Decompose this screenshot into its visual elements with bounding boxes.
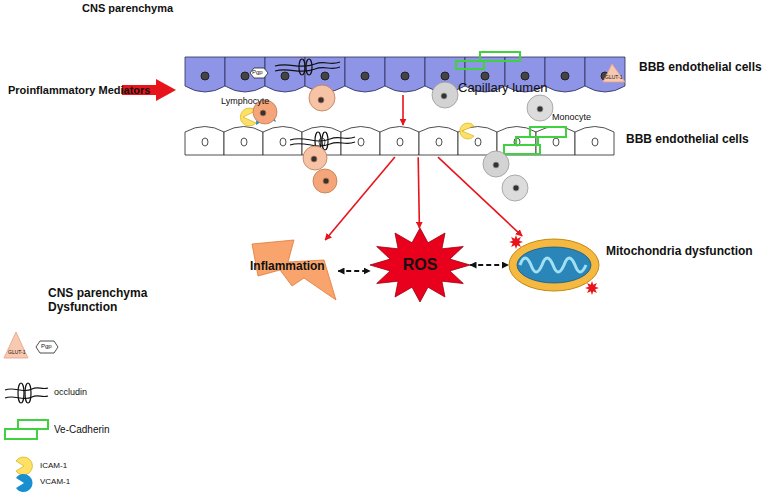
legend-label: Ve-Cadherin bbox=[54, 424, 110, 436]
occludin-junction bbox=[290, 132, 355, 150]
ve-cadherin-junction bbox=[456, 52, 520, 69]
endothelial-cell bbox=[185, 57, 225, 92]
cell-nucleus bbox=[553, 138, 559, 146]
red-arrow bbox=[325, 157, 395, 240]
endothelial-cell bbox=[380, 127, 419, 156]
legend-label: occludin bbox=[54, 387, 87, 397]
endothelial-row-top bbox=[185, 57, 625, 92]
endothelial-cell bbox=[585, 57, 625, 92]
ve-cadherin-junction bbox=[504, 127, 566, 154]
endothelial-cell bbox=[263, 127, 302, 156]
annotation-label: CNS parenchyma Dysfunction bbox=[48, 287, 160, 315]
node-label: Inflammation bbox=[250, 260, 325, 274]
annotation-label: GLUT-1 bbox=[8, 350, 26, 356]
dashed-double-arrow bbox=[470, 264, 508, 266]
cell-nucleus bbox=[281, 72, 289, 80]
mitochondrion-inner bbox=[517, 247, 591, 283]
mitochondrion-outer bbox=[509, 239, 599, 291]
endothelial-cell bbox=[341, 127, 380, 156]
cell-nucleus bbox=[358, 138, 364, 146]
cell-nucleus bbox=[592, 138, 598, 146]
node-label: ROS bbox=[403, 256, 438, 274]
damage-burst bbox=[585, 281, 599, 295]
cell-nucleus bbox=[481, 72, 489, 80]
dashed-double-arrow bbox=[338, 270, 370, 272]
cell-nucleus bbox=[436, 138, 442, 146]
red-arrow bbox=[418, 157, 419, 228]
cell-nucleus bbox=[521, 72, 529, 80]
red-arrow bbox=[402, 95, 404, 125]
pgp-symbol bbox=[250, 68, 268, 78]
annotation-label: Pgp bbox=[252, 69, 263, 76]
cell-nucleus bbox=[397, 138, 403, 146]
mitochondrion: Mitochondria dysfunction bbox=[508, 236, 763, 294]
cell-nucleus bbox=[201, 72, 209, 80]
cell-nucleus bbox=[202, 138, 208, 146]
legend-pgp-symbol bbox=[36, 341, 58, 353]
star-shape bbox=[370, 228, 470, 302]
endothelial-row-bottom bbox=[185, 127, 614, 156]
cell-nucleus bbox=[321, 72, 329, 80]
node-label: BBB endothelial cells bbox=[626, 133, 749, 147]
endothelial-cell bbox=[458, 127, 497, 156]
red-arrow bbox=[438, 157, 522, 236]
endothelial-cell bbox=[225, 57, 265, 92]
endothelial-cell bbox=[575, 127, 614, 156]
legend-glut1-symbol bbox=[4, 332, 28, 358]
legend-occludin-sample bbox=[5, 383, 48, 403]
endothelial-cell bbox=[545, 57, 585, 92]
legend-vcam1-sample bbox=[16, 474, 32, 492]
cell-nucleus bbox=[401, 72, 409, 80]
cristae bbox=[520, 258, 586, 272]
ros-star: ROS bbox=[370, 228, 470, 302]
cell-nucleus bbox=[241, 138, 247, 146]
endothelial-layer: BBB endothelial cells bbox=[185, 125, 767, 157]
annotation-label: Pgp bbox=[41, 343, 52, 350]
annotation-label: Proinflammatory Mediators bbox=[8, 84, 150, 97]
endothelial-cell bbox=[385, 57, 425, 92]
legend-label: ICAM-1 bbox=[40, 461, 67, 470]
occludin-junction bbox=[275, 59, 340, 75]
damage-burst bbox=[509, 235, 523, 249]
legend-icam1-sample bbox=[16, 457, 32, 475]
annotation-label: Capillary lumen bbox=[458, 81, 548, 96]
inflammation-bolt: Inflammation bbox=[248, 240, 338, 302]
annotation-label: CNS parenchyma bbox=[82, 2, 173, 15]
node-label: BBB endothelial cells bbox=[639, 61, 762, 75]
annotation-label: GLUT-1 bbox=[605, 75, 623, 81]
endothelial-cell bbox=[345, 57, 385, 92]
annotation-label: Monocyte bbox=[552, 112, 591, 122]
glut1-symbol bbox=[603, 64, 625, 82]
icam1-molecule bbox=[460, 123, 474, 139]
legend-label: VCAM-1 bbox=[40, 477, 70, 486]
cell-nucleus bbox=[441, 72, 449, 80]
endothelial-cell bbox=[265, 57, 305, 92]
endothelial-cell bbox=[536, 127, 575, 156]
cell-nucleus bbox=[361, 72, 369, 80]
cell-nucleus bbox=[280, 138, 286, 146]
cell-nucleus bbox=[241, 72, 249, 80]
annotation-label: Lymphocyte bbox=[221, 96, 269, 106]
cell-nucleus bbox=[475, 138, 481, 146]
endothelial-cell bbox=[224, 127, 263, 156]
endothelial-cell bbox=[185, 127, 224, 156]
node-label: Mitochondria dysfunction bbox=[606, 245, 753, 259]
monocyte-cell bbox=[432, 82, 553, 201]
legend-ve-cadherin-sample bbox=[5, 420, 48, 439]
cell-nucleus bbox=[561, 72, 569, 80]
endothelial-cell bbox=[419, 127, 458, 156]
